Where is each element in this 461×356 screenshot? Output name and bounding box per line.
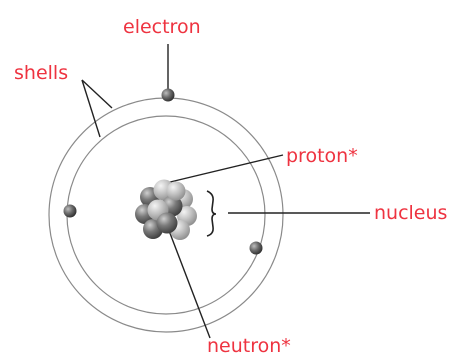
shells-leader-outer (81, 79, 113, 109)
shells-leader-inner (81, 79, 101, 138)
neutron-sphere (156, 212, 178, 234)
electron-label: electron (123, 16, 201, 38)
proton-label: proton* (286, 145, 358, 167)
neutron-label: neutron* (207, 335, 291, 356)
neutron-leader (167, 227, 211, 339)
electron-left (63, 204, 77, 218)
shells-label: shells (14, 62, 68, 84)
proton-sphere (166, 181, 186, 201)
nucleus-cluster (135, 179, 197, 240)
nucleus-bracket (206, 190, 217, 237)
nucleus-label: nucleus (374, 202, 447, 224)
electron-top (161, 88, 175, 102)
electron-right (249, 241, 263, 255)
proton-leader (165, 154, 284, 184)
